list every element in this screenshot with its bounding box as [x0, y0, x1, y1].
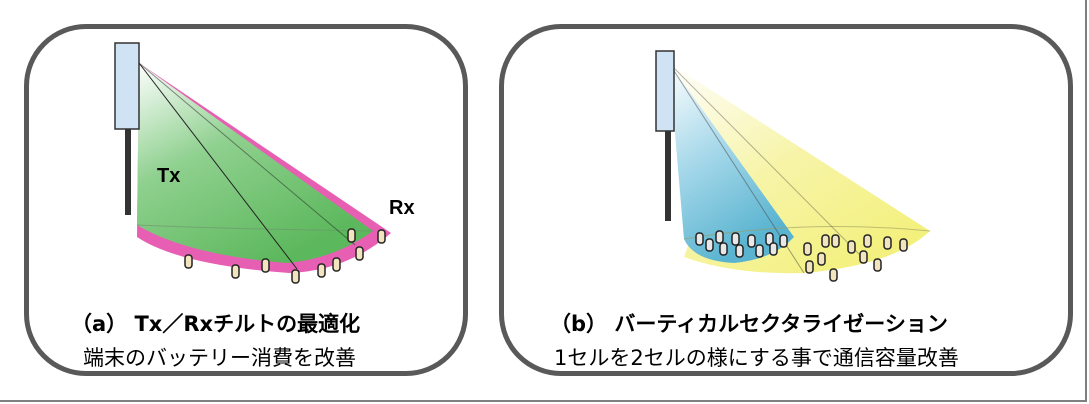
- antenna: [114, 42, 140, 130]
- sectorization-diagram: [655, 50, 931, 282]
- antenna-pole: [125, 125, 131, 215]
- terminals: [184, 228, 386, 284]
- tx-label: Tx: [157, 165, 180, 187]
- panel-tilt-optimization: Tx Rx （a） Tx／Rxチルトの最適化 端末のバッテリー消費を改善: [24, 24, 468, 376]
- tx-beam: [137, 63, 373, 263]
- antenna: [655, 50, 675, 132]
- antenna-pole: [665, 129, 671, 221]
- inner-sector: [669, 63, 794, 263]
- panel-b-subtitle: 1セルを2セルの様にする事で通信容量改善: [554, 346, 959, 370]
- inner-terminals: [695, 230, 788, 258]
- ground-ellipse: [683, 226, 931, 240]
- panel-a-subtitle: 端末のバッテリー消費を改善: [83, 346, 356, 370]
- panel-b-title: （b） バーティカルセクタライゼーション: [550, 312, 948, 336]
- outer-terminals: [803, 234, 908, 282]
- tilt-diagram: Tx Rx: [114, 42, 415, 284]
- panel-a-title: （a） Tx／Rxチルトの最適化: [71, 312, 361, 336]
- panel-vertical-sectorization: （b） バーティカルセクタライゼーション 1セルを2セルの様にする事で通信容量改…: [499, 24, 1073, 376]
- rx-label: Rx: [389, 197, 415, 219]
